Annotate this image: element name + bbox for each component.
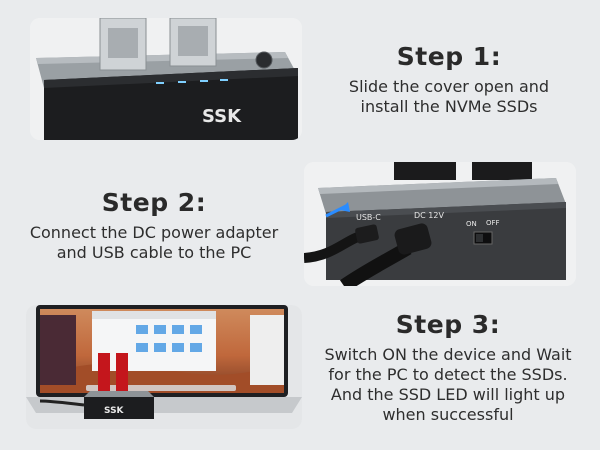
ssk-logo: SSK [202,106,242,127]
step3-title: Step 3: [395,310,501,339]
docking-station-image: SSK [30,18,302,140]
step2-line: Connect the DC power adapter [29,223,279,242]
step1-line: install the NVMe SSDs [360,97,538,116]
step3-description: Switch ON the device and Wait for the PC… [306,345,590,425]
step2-description: Connect the DC power adapter and USB cab… [18,223,290,263]
switch-off-label: OFF [486,219,500,227]
step3-line: And the SSD LED will light up [330,385,566,404]
usb-c-port-label: USB-C [356,213,381,222]
step1-title: Step 1: [396,42,502,71]
step3-photo: SSK [26,305,302,429]
ssk-logo-small: SSK [104,406,125,416]
step2-line: and USB cable to the PC [56,243,252,262]
rear-ports-image: USB-C DC 12V ON OFF [304,162,576,286]
step1-text-block: Step 1: Slide the cover open and install… [318,42,580,117]
laptop-setup-image: SSK [26,305,302,429]
step1-description: Slide the cover open and install the NVM… [318,77,580,117]
step3-line: when successful [382,405,514,424]
step3-line: for the PC to detect the SSDs. [328,365,568,384]
step3-text-block: Step 3: Switch ON the device and Wait fo… [306,310,590,425]
step2-title: Step 2: [101,188,207,217]
dc-port-label: DC 12V [414,211,444,220]
step3-line: Switch ON the device and Wait [324,345,572,364]
switch-on-label: ON [466,220,477,228]
step1-line: Slide the cover open and [348,77,550,96]
step2-text-block: Step 2: Connect the DC power adapter and… [18,188,290,263]
step1-photo: SSK [30,18,302,140]
step2-photo: USB-C DC 12V ON OFF [304,162,576,286]
